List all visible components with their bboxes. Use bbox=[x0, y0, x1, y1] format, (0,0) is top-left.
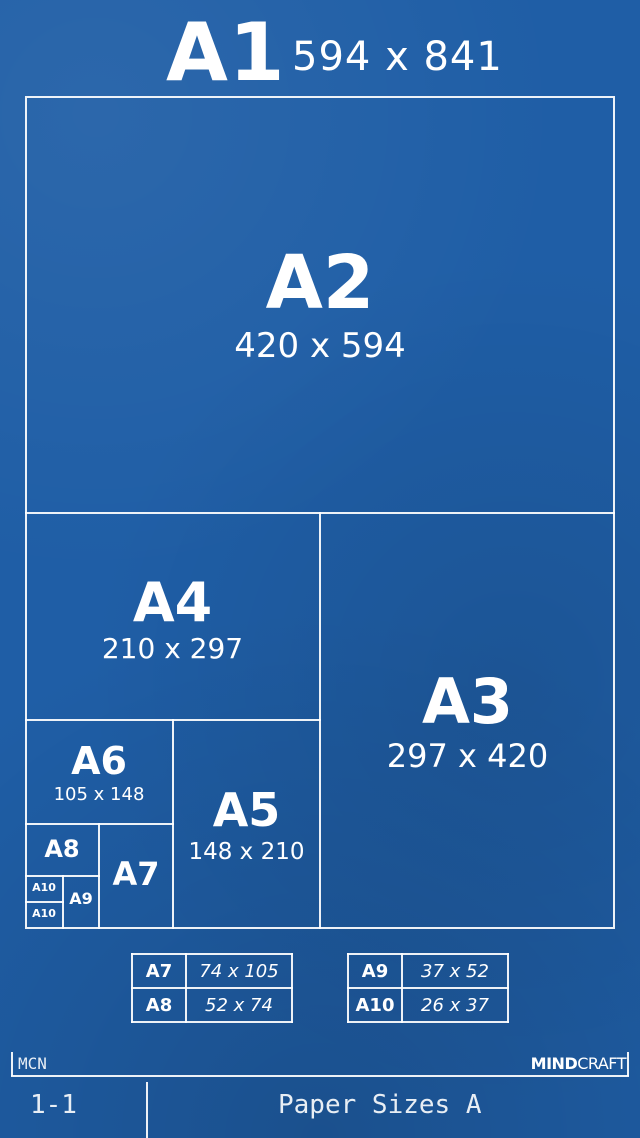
size-cell: A7 bbox=[131, 953, 187, 989]
dimension-cell: 74 x 105 bbox=[185, 953, 293, 989]
a6-label: A6 bbox=[71, 739, 127, 783]
a3-label: A3 bbox=[421, 665, 514, 738]
a7-label: A7 bbox=[112, 855, 160, 893]
a5-label: A5 bbox=[212, 783, 281, 837]
a5-dimensions: 148 x 210 bbox=[188, 839, 305, 865]
a3-dimensions: 297 x 420 bbox=[386, 737, 549, 775]
a1-dimensions: 594 x 841 bbox=[292, 34, 503, 80]
a10-label: A10 bbox=[32, 881, 56, 894]
footer-code: MCN bbox=[18, 1054, 47, 1073]
footer-top-line bbox=[11, 1075, 629, 1077]
size-table-left: A7 74 x 105 A8 52 x 74 bbox=[131, 953, 293, 1023]
a10-label: A10 bbox=[32, 907, 56, 920]
table-row: A8 52 x 74 bbox=[131, 987, 293, 1023]
table-row: A10 26 x 37 bbox=[347, 987, 509, 1023]
brand-logo-bold: MIND bbox=[530, 1054, 578, 1073]
a2-label: A2 bbox=[265, 240, 375, 326]
a4-dimensions: 210 x 297 bbox=[101, 632, 244, 665]
a9-label: A9 bbox=[69, 889, 93, 908]
drawing-title: Paper Sizes A bbox=[278, 1090, 482, 1120]
a2-dimensions: 420 x 594 bbox=[234, 326, 406, 366]
table-row: A7 74 x 105 bbox=[131, 953, 293, 989]
footer-left-tick bbox=[11, 1052, 13, 1076]
size-cell: A10 bbox=[347, 987, 403, 1023]
dimension-cell: 37 x 52 bbox=[401, 953, 509, 989]
brand-logo-light: CRAFT bbox=[577, 1054, 626, 1073]
dimension-cell: 52 x 74 bbox=[185, 987, 293, 1023]
a6-dimensions: 105 x 148 bbox=[53, 784, 145, 805]
size-table-right: A9 37 x 52 A10 26 x 37 bbox=[347, 953, 509, 1023]
footer-right-tick bbox=[627, 1052, 629, 1076]
page-number: 1-1 bbox=[30, 1090, 77, 1120]
size-cell: A9 bbox=[347, 953, 403, 989]
brand-logo: MINDCRAFT bbox=[530, 1054, 627, 1073]
footer-separator bbox=[146, 1082, 148, 1138]
table-row: A9 37 x 52 bbox=[347, 953, 509, 989]
size-cell: A8 bbox=[131, 987, 187, 1023]
a8-label: A8 bbox=[44, 835, 80, 863]
dimension-cell: 26 x 37 bbox=[401, 987, 509, 1023]
a10-divider bbox=[25, 901, 64, 903]
a1-label: A1 bbox=[166, 6, 286, 99]
a4-label: A4 bbox=[132, 571, 213, 634]
